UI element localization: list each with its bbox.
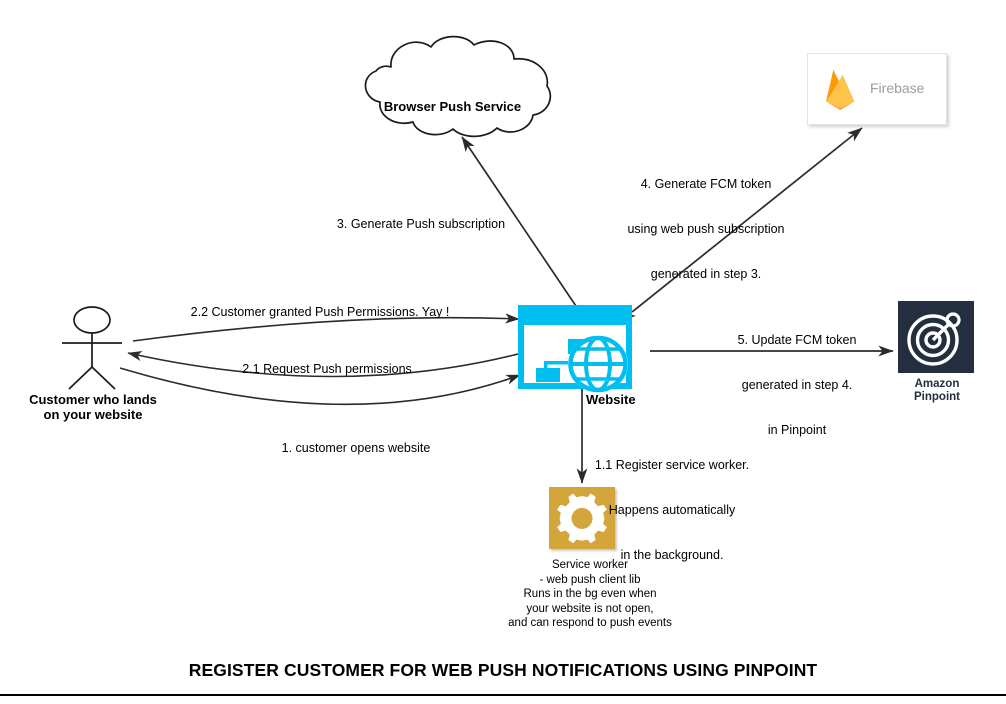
edge-label-step-4-line3: generated in step 3. bbox=[650, 267, 762, 281]
node-service-worker[interactable] bbox=[549, 487, 615, 549]
customer-caption: Customer who lands on your website bbox=[8, 392, 178, 422]
diagram-title: REGISTER CUSTOMER FOR WEB PUSH NOTIFICAT… bbox=[188, 660, 818, 680]
customer-caption-line1: Customer who lands bbox=[29, 392, 157, 407]
pinpoint-target-icon bbox=[907, 312, 961, 366]
service-worker-caption-line1: Service worker bbox=[551, 559, 629, 571]
browser-push-service-label: Browser Push Service bbox=[383, 99, 522, 114]
node-firebase[interactable]: Firebase bbox=[807, 53, 947, 125]
service-worker-caption-line3: Runs in the bg even when bbox=[523, 588, 657, 600]
node-website[interactable] bbox=[518, 305, 653, 393]
edge-label-step-2-2: 2.2 Customer granted Push Permissions. Y… bbox=[190, 305, 450, 319]
service-worker-caption: Service worker - web push client lib Run… bbox=[490, 558, 690, 631]
edge-label-step-4-line2: using web push subscription bbox=[627, 222, 785, 236]
edge-label-step-4: 4. Generate FCM token using web push sub… bbox=[616, 147, 796, 312]
actor-icon bbox=[62, 306, 122, 390]
edge-label-step-1: 1. customer opens website bbox=[281, 441, 431, 455]
edge-label-step-3: 3. Generate Push subscription bbox=[336, 217, 506, 231]
edge-label-step-4-line1: 4. Generate FCM token bbox=[640, 177, 772, 191]
node-customer[interactable] bbox=[45, 305, 145, 390]
footer-divider bbox=[0, 694, 1006, 696]
service-worker-caption-line4: your website is not open, bbox=[526, 602, 654, 615]
edge-label-step-5-line3: in Pinpoint bbox=[767, 423, 827, 437]
node-amazon-pinpoint[interactable] bbox=[898, 301, 974, 373]
amazon-pinpoint-label-line2: Pinpoint bbox=[914, 391, 960, 403]
website-label: Website bbox=[586, 392, 636, 407]
edge-step-2-2-line bbox=[132, 313, 520, 342]
service-worker-caption-line5: and can respond to push events bbox=[508, 617, 672, 629]
service-worker-caption-line2: - web push client lib bbox=[539, 573, 641, 586]
edge-label-step-5-line2: generated in step 4. bbox=[741, 378, 853, 392]
customer-caption-line2: on your website bbox=[43, 407, 143, 422]
amazon-pinpoint-label-line1: Amazon bbox=[914, 378, 960, 390]
firebase-label: Firebase bbox=[870, 80, 925, 96]
edge-label-step-5-line1: 5. Update FCM token bbox=[737, 333, 857, 347]
amazon-pinpoint-label: Amazon Pinpoint bbox=[896, 378, 978, 404]
website-browser-globe-icon bbox=[518, 305, 632, 393]
gear-icon bbox=[557, 493, 607, 544]
node-browser-push-service[interactable]: Browser Push Service bbox=[345, 33, 560, 143]
edge-label-step-1-1-line3: in the background. bbox=[620, 548, 724, 562]
firebase-flame-icon bbox=[826, 70, 855, 111]
edge-label-step-1-1: 1.1 Register service worker. Happens aut… bbox=[592, 428, 752, 593]
edge-label-step-1-1-line1: 1.1 Register service worker. bbox=[594, 458, 750, 472]
cloud-icon bbox=[364, 35, 552, 138]
edge-label-step-1-1-line2: Happens automatically bbox=[608, 503, 736, 517]
edge-label-step-5: 5. Update FCM token generated in step 4.… bbox=[712, 303, 882, 468]
edge-label-step-2-1: 2.1 Request Push permissions bbox=[242, 362, 412, 376]
